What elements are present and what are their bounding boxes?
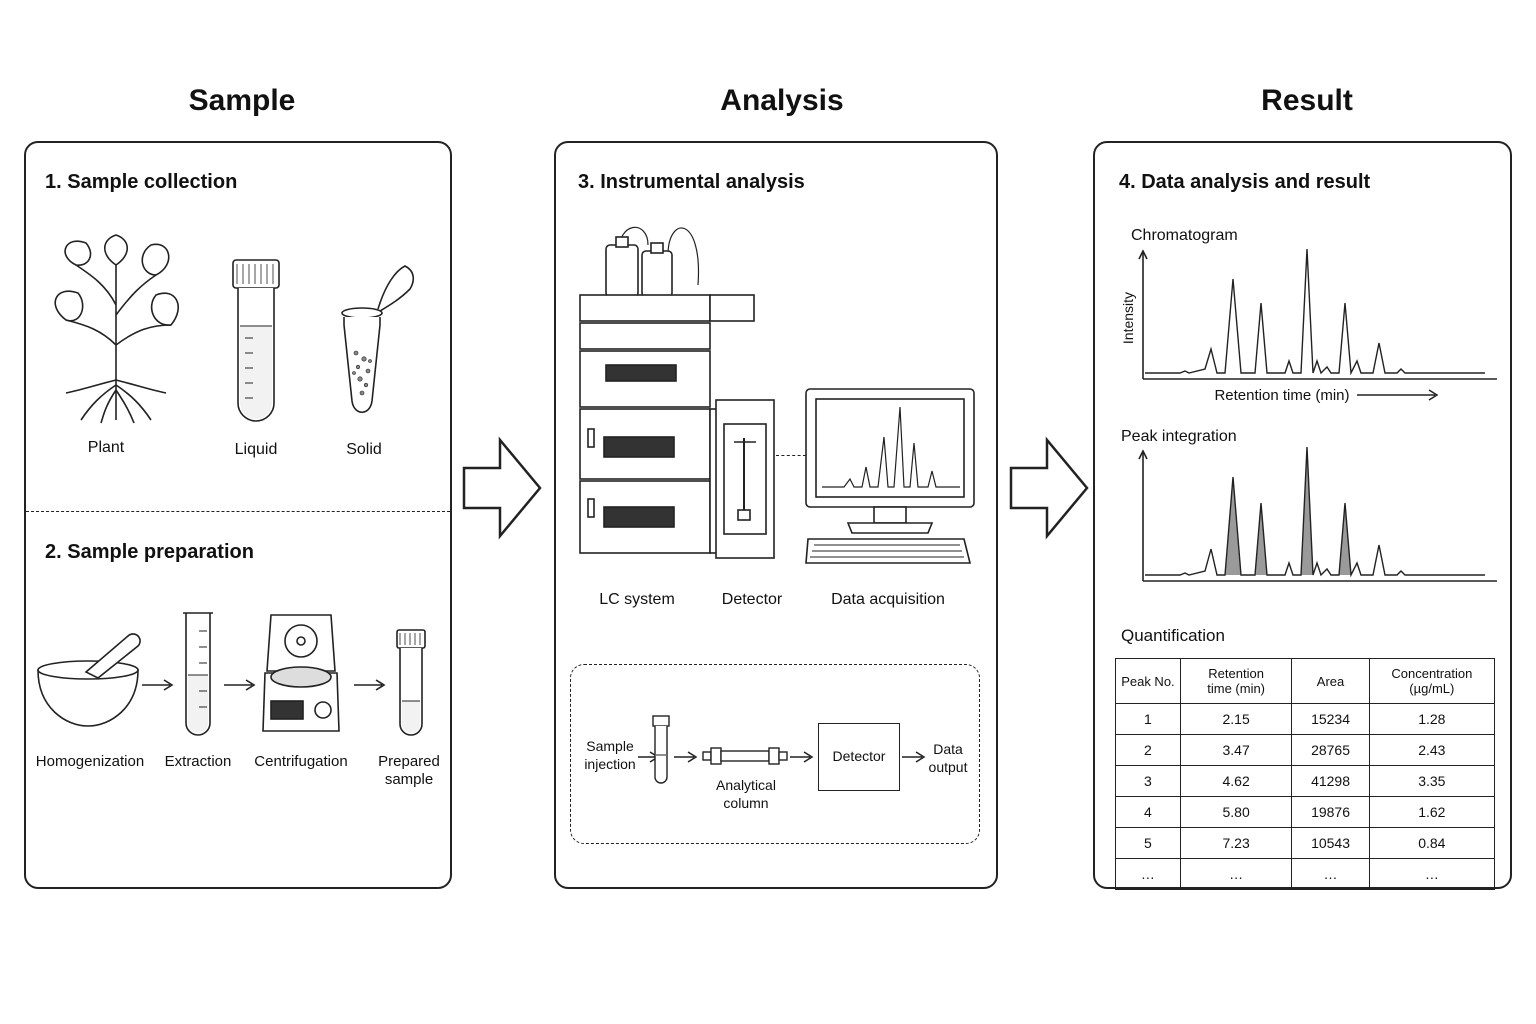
solid-microtube-icon [341,265,415,414]
table-cell: 5.80 [1179,796,1293,828]
plant-icon [54,234,180,424]
table-row: 4 5.80 19876 1.62 [1115,796,1496,828]
step-arrow-icon [354,679,386,691]
table-cell: 1.28 [1368,703,1496,735]
table-cell: 41298 [1291,765,1370,797]
table-cell: 5 [1115,827,1181,859]
column-title-analysis: Analysis [720,84,844,117]
analytical-column-icon [702,747,788,765]
sample-panel: 1. Sample collection Plant [24,141,452,889]
table-row: … … … … [1115,858,1496,890]
flow-arrow-icon [902,751,926,763]
collection-label-solid: Solid [346,441,382,458]
prep-label-homogenization: Homogenization [35,753,145,770]
mortar-pestle-icon [37,633,141,727]
table-header-concentration: Concentration (µg/mL) [1368,658,1496,704]
sample-collection-title: 1. Sample collection [45,171,238,193]
table-row: 1 2.15 15234 1.28 [1115,703,1496,735]
computer-monitor-icon [805,388,975,564]
table-cell: … [1368,858,1496,890]
flow-arrow-icon [790,751,814,763]
component-label-lc-system: LC system [599,591,675,608]
analysis-panel: 3. Instrumental analysis [554,141,998,889]
table-cell: 3.35 [1368,765,1496,797]
chromatogram-trace [1145,248,1485,376]
flow-label-sample-injection: Sample injection [584,738,636,772]
prepared-sample-vial-icon [396,629,426,736]
flow-arrow-icon [674,751,698,763]
flow-label-analytical-column: Analytical column [716,777,776,811]
instrumental-analysis-title: 3. Instrumental analysis [578,171,805,193]
table-row: 5 7.23 10543 0.84 [1115,827,1496,859]
collection-label-plant: Plant [87,439,125,456]
chromatogram-plot [1138,248,1497,380]
table-cell: 0.84 [1368,827,1496,859]
flow-arrow-icon [1009,436,1089,540]
step-arrow-icon [142,679,174,691]
flow-label-data-output: Data output [928,741,968,775]
flow-diagram-box [570,664,980,844]
sample-preparation-title: 2. Sample preparation [45,541,254,563]
table-cell: 2.43 [1368,734,1496,766]
x-axis-label: Retention time (min) [1214,387,1350,404]
flow-arrow-icon [462,436,542,540]
table-header-row: Peak No. Retention time (min) Area Conce… [1115,658,1496,704]
component-label-data-acquisition: Data acquisition [831,591,945,608]
table-cell: 1 [1115,703,1181,735]
step-arrow-icon [224,679,256,691]
table-header-area: Area [1291,658,1370,704]
table-cell: 3.47 [1179,734,1293,766]
collection-label-liquid: Liquid [234,441,278,458]
table-cell: 3 [1115,765,1181,797]
table-cell: 1.62 [1368,796,1496,828]
result-panel: 4. Data analysis and result Chromatogram… [1093,141,1512,890]
table-cell: 7.23 [1179,827,1293,859]
table-cell: … [1115,858,1181,890]
prep-label-centrifugation: Centrifugation [254,753,348,770]
table-cell: 2 [1115,734,1181,766]
table-cell: 28765 [1291,734,1370,766]
peak-integration-title: Peak integration [1121,428,1237,445]
table-row: 3 4.62 41298 3.35 [1115,765,1496,797]
column-title-sample: Sample [188,84,296,117]
liquid-tube-icon [232,259,280,422]
centrifuge-icon [262,614,340,732]
table-cell: 19876 [1291,796,1370,828]
detector-unit-icon [715,399,775,559]
section-divider [26,511,450,512]
table-row: 2 3.47 28765 2.43 [1115,734,1496,766]
table-cell: 15234 [1291,703,1370,735]
table-cell: 2.15 [1179,703,1293,735]
integration-trace [1145,446,1485,578]
data-connection-line [776,455,806,456]
chromatogram-title: Chromatogram [1131,227,1238,244]
table-cell: … [1179,858,1293,890]
table-header-peak-no: Peak No. [1115,658,1181,704]
quantification-table: Peak No. Retention time (min) Area Conce… [1115,658,1496,890]
injection-vial-icon [652,715,670,784]
flow-label-detector: Detector [832,748,886,764]
component-label-detector: Detector [721,591,783,608]
x-axis-arrow-icon [1357,389,1439,401]
prep-label-prepared-sample: Prepared sample [378,753,440,788]
extraction-tube-icon [183,612,213,736]
column-title-result: Result [1261,84,1353,117]
quantification-title: Quantification [1121,626,1225,645]
prep-label-extraction: Extraction [164,753,232,770]
flow-detector-box [818,723,900,791]
table-cell: 10543 [1291,827,1370,859]
table-cell: … [1291,858,1370,890]
monitor-chromatogram [822,406,960,488]
peak-integration-plot [1138,446,1497,582]
data-analysis-title: 4. Data analysis and result [1119,171,1371,193]
table-cell: 4.62 [1179,765,1293,797]
table-cell: 4 [1115,796,1181,828]
table-header-retention-time: Retention time (min) [1179,658,1293,704]
